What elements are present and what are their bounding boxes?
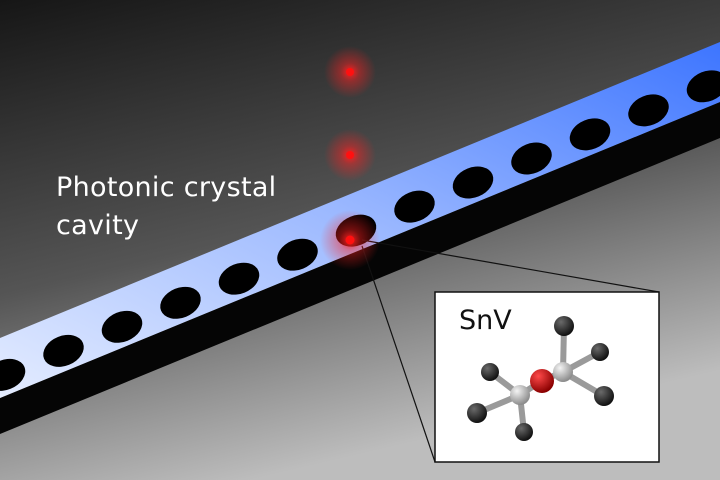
carbon-atom <box>594 386 614 406</box>
air-hole <box>43 334 84 367</box>
zoom-line-top <box>361 239 660 293</box>
carbon-atom <box>481 363 499 381</box>
carbon-atom <box>467 403 487 423</box>
lattice-atom <box>553 362 573 382</box>
air-hole <box>686 70 720 103</box>
air-hole <box>101 310 143 343</box>
photon-dot <box>346 68 354 76</box>
inset-title: SnV <box>459 305 512 336</box>
snv-molecule <box>467 316 614 441</box>
tin-atom <box>530 369 554 393</box>
cavity-label-line-2: cavity <box>56 210 140 241</box>
air-hole <box>452 166 494 199</box>
air-hole <box>277 238 318 271</box>
air-holes <box>0 70 720 391</box>
air-hole <box>511 142 552 175</box>
lattice-atom <box>510 385 530 405</box>
snv-emitter <box>345 235 355 245</box>
air-hole <box>569 118 611 151</box>
air-hole <box>628 94 669 127</box>
photon-dot <box>346 151 354 159</box>
air-hole <box>0 358 26 391</box>
carbon-atom <box>554 316 574 336</box>
air-hole <box>218 262 260 295</box>
air-hole <box>394 190 435 223</box>
carbon-atom <box>591 343 609 361</box>
carbon-atom <box>515 423 533 441</box>
zoom-line-bottom <box>361 245 436 463</box>
air-hole <box>160 286 201 319</box>
cavity-label-line-1: Photonic crystal <box>56 172 277 203</box>
